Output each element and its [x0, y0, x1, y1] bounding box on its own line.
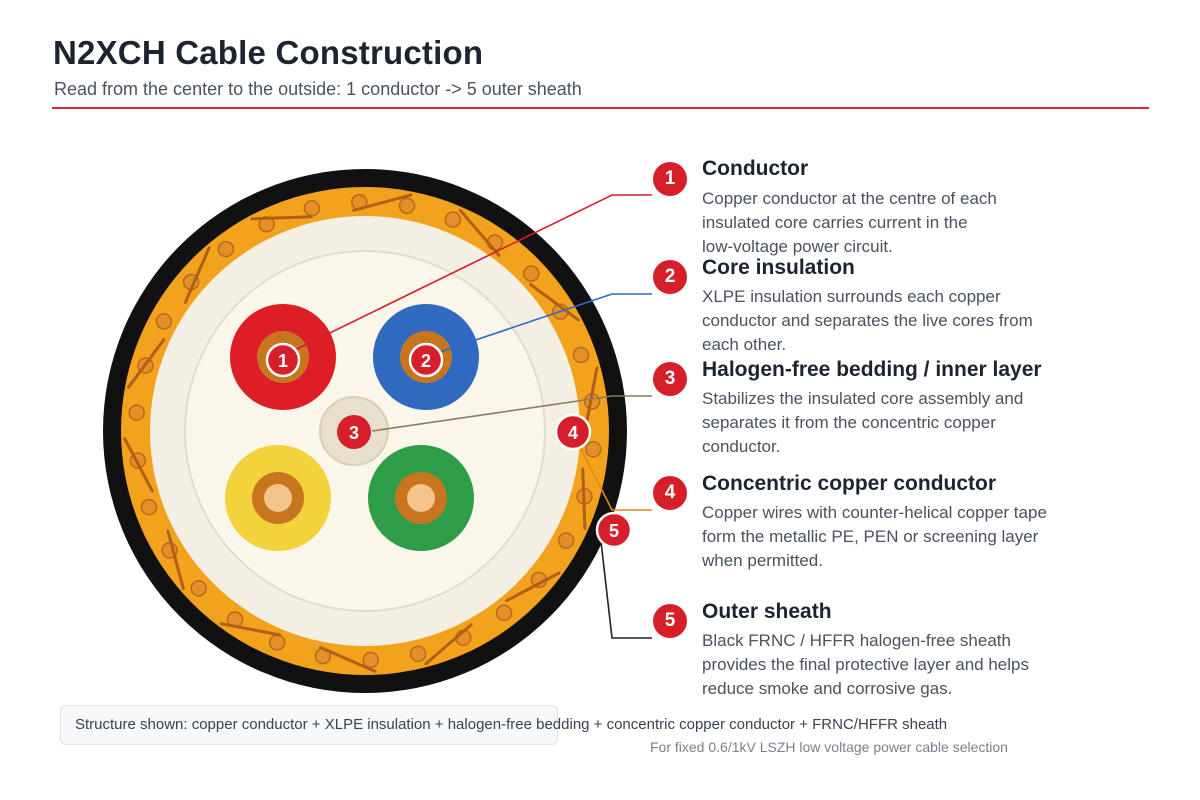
layer-title-bedding: Halogen-free bedding / inner layer	[702, 358, 1042, 381]
layer-title-concentric-conductor: Concentric copper conductor	[702, 472, 997, 495]
svg-text:3: 3	[349, 423, 359, 443]
leader-line-5	[598, 523, 652, 639]
copper-wire	[572, 346, 590, 364]
svg-text:4: 4	[568, 423, 578, 443]
leader-line-3	[371, 395, 652, 432]
diagram-marker-1: 1	[265, 342, 301, 378]
copper-tape-strip	[505, 571, 561, 603]
structure-note: Structure shown: copper conductor + XLPE…	[75, 716, 948, 733]
page-title: N2XCH Cable Construction	[53, 34, 484, 71]
core-yellow	[225, 445, 331, 551]
copper-wire	[217, 240, 235, 258]
diagram-marker-5: 5	[595, 511, 633, 549]
copper-wire	[303, 199, 321, 217]
copper-wire	[128, 404, 145, 421]
leader-line-2	[439, 293, 652, 353]
layer-title-core-insulation: Core insulation	[702, 256, 855, 279]
layer-badge-1: 1	[653, 162, 687, 196]
copper-wire	[409, 645, 427, 663]
diagram-marker-3: 3	[337, 415, 371, 449]
diagram-marker-4: 4	[554, 413, 592, 451]
layer-title-conductor: Conductor	[702, 157, 809, 180]
svg-text:1: 1	[278, 351, 288, 371]
layer-desc-core-insulation: XLPE insulation surrounds each copper co…	[702, 287, 1033, 354]
copper-wire	[585, 441, 602, 458]
copper-wire	[140, 498, 158, 516]
copper-tape-strip	[219, 622, 281, 637]
copper-wire	[523, 265, 540, 282]
layer-badge-3: 3	[653, 362, 687, 396]
copper-wire	[444, 211, 462, 228]
page-subtitle: Read from the center to the outside: 1 c…	[54, 79, 582, 99]
copper-tape-strip	[123, 437, 154, 493]
copper-wire	[398, 197, 416, 215]
svg-text:2: 2	[421, 351, 431, 371]
copper-wire	[362, 651, 379, 669]
layer-desc-bedding: Stabilizes the insulated core assembly a…	[702, 389, 1024, 456]
copper-wire	[190, 580, 207, 597]
copper-wire	[155, 313, 173, 330]
copper-tape-strip	[529, 283, 580, 322]
copper-wire	[557, 532, 575, 549]
copper-wire	[495, 604, 513, 622]
layer-desc-conductor: Copper conductor at the centre of each i…	[702, 189, 997, 256]
copper-tape-strip	[458, 208, 501, 257]
svg-text:5: 5	[609, 521, 619, 541]
layer-badge-5: 5	[653, 604, 687, 638]
layer-badge-4: 4	[653, 476, 687, 510]
diagram-marker-2: 2	[408, 342, 444, 378]
leader-line-1	[294, 194, 652, 351]
copper-tape-strip	[166, 529, 185, 590]
copper-tape-strip	[250, 215, 313, 221]
counter-helical-copper-tape	[123, 193, 599, 673]
copper-tape-strip	[127, 338, 166, 389]
layer-title-outer-sheath: Outer sheath	[702, 600, 832, 623]
copper-tape-strip	[319, 646, 377, 673]
copper-tape-strip	[584, 366, 599, 428]
structure-note-box	[60, 705, 558, 745]
layer-desc-outer-sheath: Black FRNC / HFFR halogen-free sheath pr…	[702, 631, 1029, 698]
core-green	[368, 445, 474, 551]
title-divider	[52, 107, 1149, 109]
copper-wire	[258, 215, 275, 233]
copper-tape-strip	[352, 193, 413, 212]
copper-tape-strip	[424, 623, 473, 666]
footnote: For fixed 0.6/1kV LSZH low voltage power…	[650, 739, 1008, 755]
copper-tape-strip	[581, 467, 587, 530]
copper-tape-strip	[183, 246, 211, 304]
layer-badge-2: 2	[653, 260, 687, 294]
leader-line-4	[572, 432, 652, 511]
copper-wire	[268, 634, 286, 651]
layer-desc-concentric-conductor: Copper wires with counter-helical copper…	[702, 503, 1047, 570]
